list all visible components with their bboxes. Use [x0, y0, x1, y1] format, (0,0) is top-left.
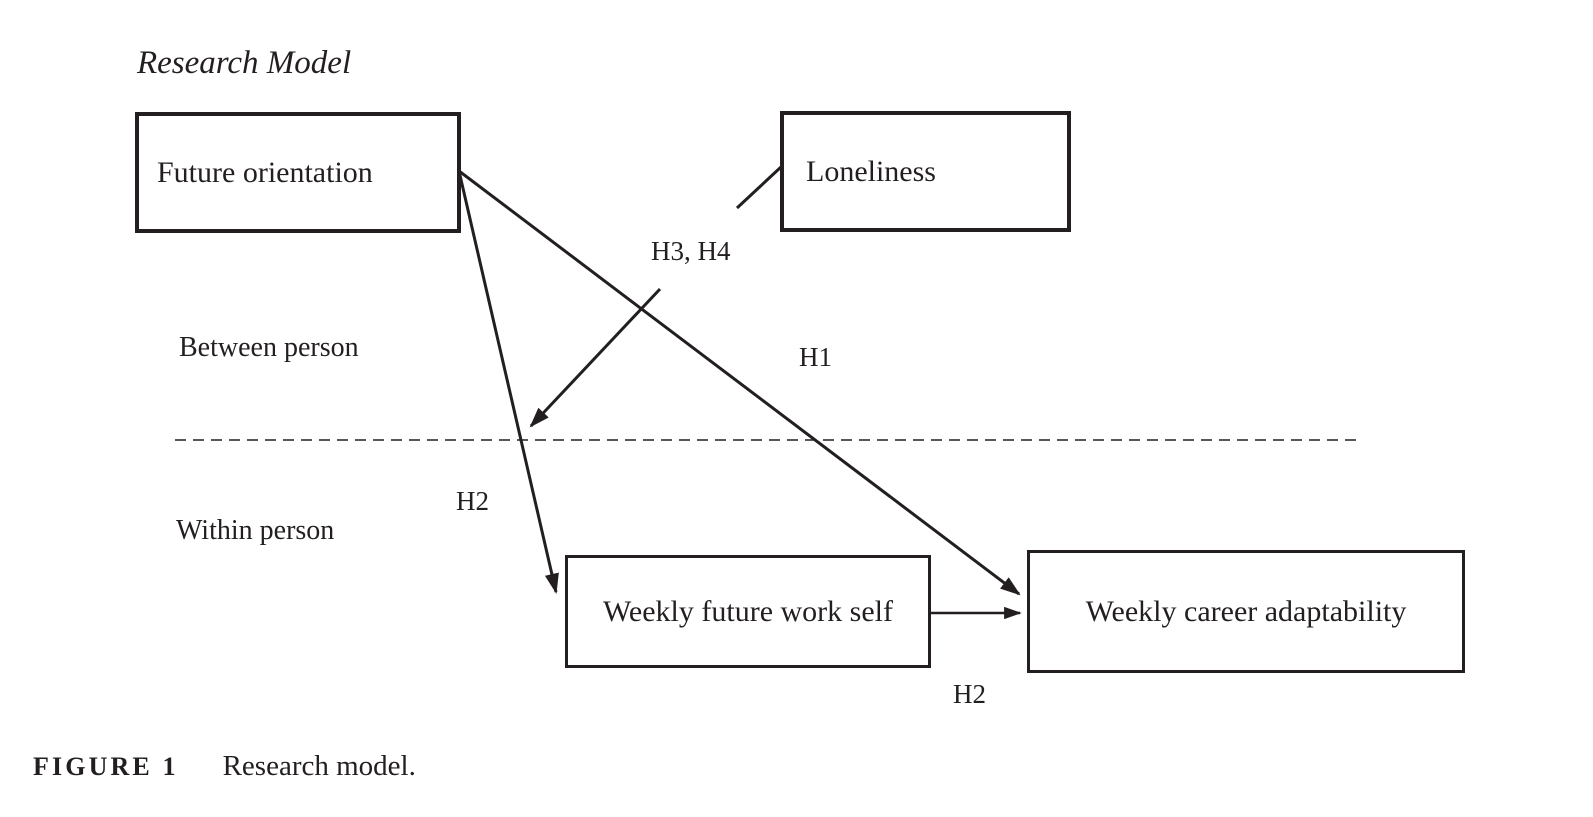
node-future-orientation: Future orientation: [135, 112, 461, 233]
node-future-orientation-label: Future orientation: [157, 156, 373, 189]
within-person-label: Within person: [176, 515, 335, 546]
node-loneliness: Loneliness: [780, 111, 1071, 232]
figure-caption-number: FIGURE 1: [33, 752, 179, 781]
figure-caption: FIGURE 1 Research model.: [33, 750, 416, 783]
hypothesis-label-h3-h4: H3, H4: [651, 236, 731, 266]
loneliness-moderation-stub-line: [735, 165, 783, 210]
hypothesis-label-h2-lower: H2: [953, 679, 986, 709]
node-loneliness-label: Loneliness: [806, 155, 936, 188]
hypothesis-label-h2-upper: H2: [456, 486, 489, 516]
figure-caption-text: Research model.: [222, 750, 416, 782]
between-person-label: Between person: [179, 332, 359, 363]
arrow-future-orientation-to-weekly-future-work-self: [457, 170, 559, 594]
node-weekly-future-work-self-label: Weekly future work self: [603, 595, 893, 628]
figure-title: Research Model: [137, 45, 352, 81]
hypothesis-label-h1: H1: [799, 342, 832, 372]
node-weekly-career-adaptability-label: Weekly career adaptability: [1085, 595, 1407, 628]
node-weekly-future-work-self: Weekly future work self: [565, 555, 931, 668]
node-weekly-career-adaptability: Weekly career adaptability: [1027, 550, 1465, 673]
arrow-future-orientation-to-weekly-career-adaptability: [458, 169, 1021, 596]
arrow-loneliness-moderation: [529, 287, 662, 428]
